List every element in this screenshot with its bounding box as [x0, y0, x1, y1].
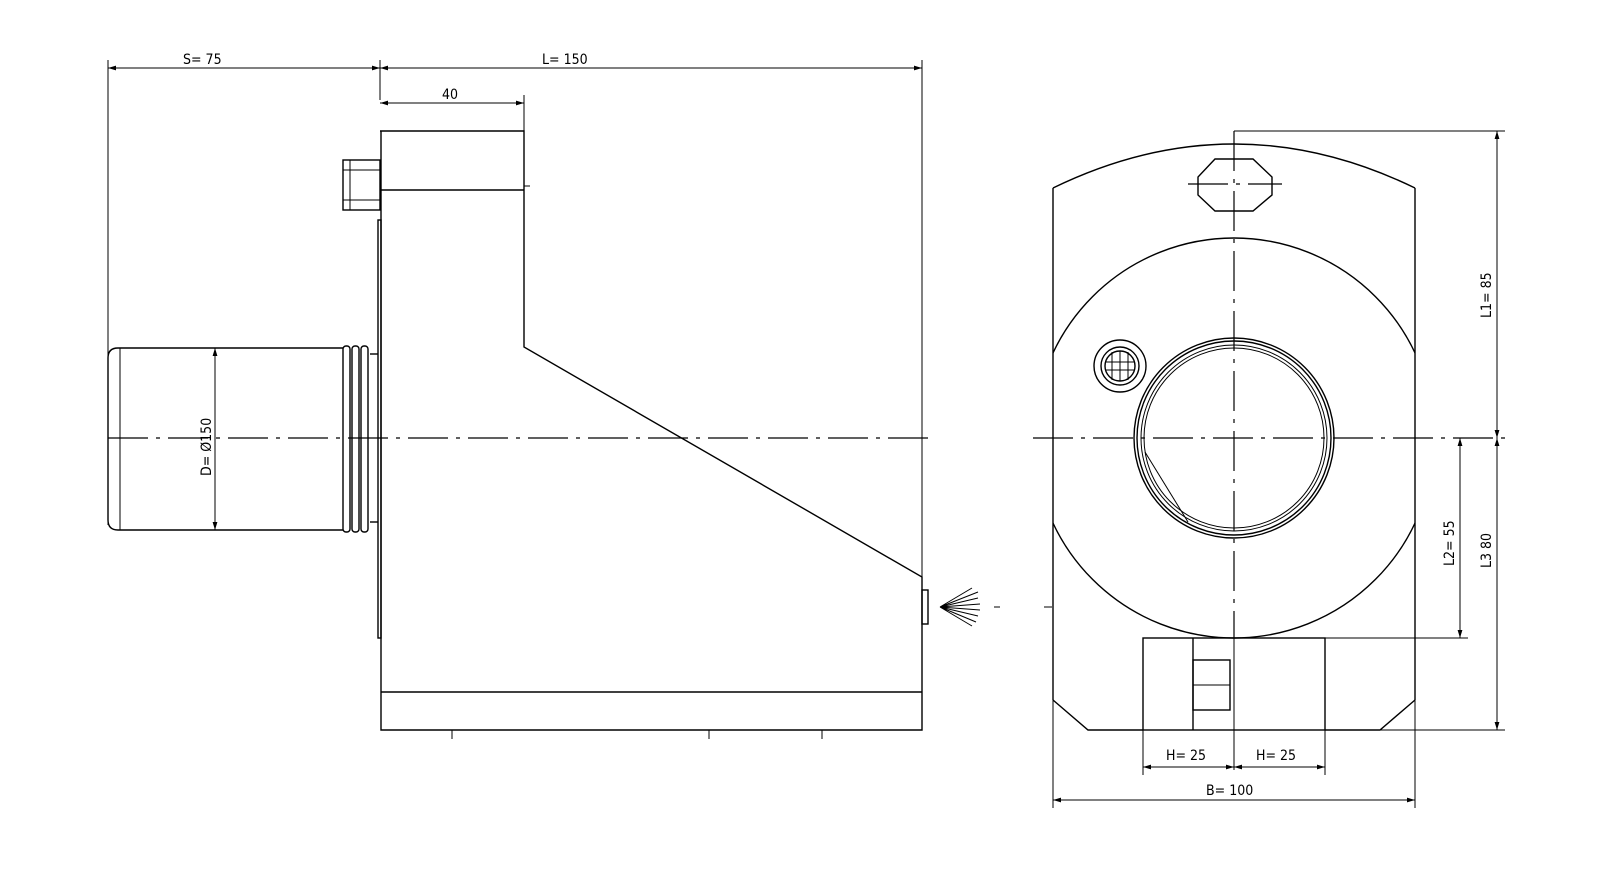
dimension-d-label: D= Ø150	[199, 418, 215, 476]
dimension-l2-label: L2= 55	[1442, 520, 1458, 566]
base-block	[1142, 637, 1326, 775]
dimension-l: L= 150	[380, 52, 923, 580]
dimension-s: S= 75	[107, 52, 381, 525]
side-view: S= 75 L= 150 40	[107, 52, 1052, 739]
dimension-l3-label: L3 80	[1479, 533, 1495, 568]
holder-body	[377, 130, 923, 739]
dimension-40-label: 40	[442, 87, 458, 103]
shank	[107, 345, 378, 533]
dimension-b: B= 100	[1053, 783, 1415, 803]
dimension-l3: L3 80	[1479, 438, 1500, 730]
dimension-h: H= 25 H= 25	[1143, 748, 1325, 770]
top-slot-icon	[1188, 158, 1282, 212]
dimension-l1: L1= 85	[1479, 131, 1500, 438]
dimension-h-left-label: H= 25	[1166, 748, 1206, 764]
side-nut	[342, 159, 381, 211]
dimension-s-label: S= 75	[183, 52, 222, 68]
coolant-port-icon	[1093, 339, 1147, 393]
dimension-l-label: L= 150	[542, 52, 588, 68]
dimension-40: 40	[380, 87, 525, 131]
dimension-d: D= Ø150	[199, 348, 218, 530]
dimension-h-right-label: H= 25	[1256, 748, 1296, 764]
dimension-l2: L2= 55	[1442, 438, 1463, 638]
coolant-nozzle-icon	[921, 587, 1052, 627]
dimension-l1-label: L1= 85	[1479, 272, 1495, 318]
front-view: L1= 85 L2= 55 L3 80 H= 25 H= 25 B= 100	[1033, 130, 1505, 808]
dimension-b-label: B= 100	[1206, 783, 1253, 799]
